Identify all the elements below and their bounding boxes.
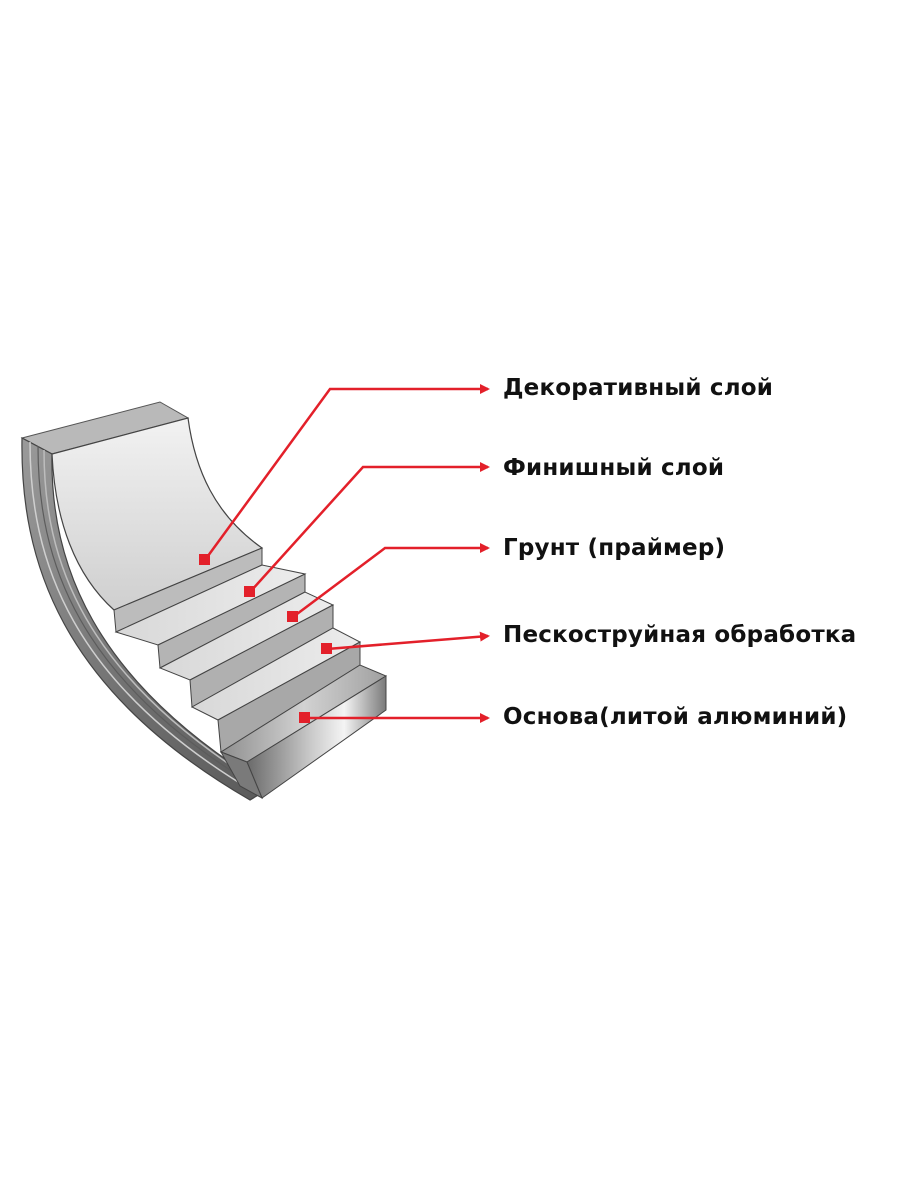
label-primer-layer: Грунт (праймер) [503, 535, 726, 561]
leader-base [299, 712, 490, 723]
label-decorative-layer: Декоративный слой [503, 375, 774, 401]
leader-sandblast [321, 631, 490, 654]
label-sandblast-layer: Пескоструйная обработка [503, 622, 857, 648]
leader-lines [199, 384, 490, 723]
leader-finish [244, 462, 490, 597]
leader-primer [287, 543, 490, 622]
leader-decorative [199, 384, 490, 565]
label-finish-layer: Финишный слой [503, 455, 725, 481]
label-base-layer: Основа(литой алюминий) [503, 704, 848, 730]
